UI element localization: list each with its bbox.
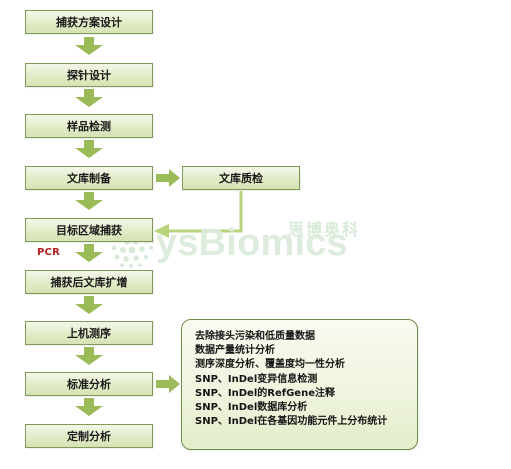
pcr-label: PCR: [37, 247, 60, 258]
step-capture-design: 捕获方案设计: [25, 10, 153, 34]
step-custom-analysis: 定制分析: [25, 424, 153, 448]
down-arrow-icon: [75, 398, 103, 416]
watermark: 思博奥科 ysBiomics: [111, 218, 442, 280]
step-sequencing: 上机测序: [25, 321, 153, 345]
watermark-chinese-text: 思博奥科: [288, 220, 361, 239]
down-arrow-icon: [75, 244, 103, 262]
down-arrow-icon: [75, 347, 103, 365]
right-arrow-icon: [156, 169, 180, 187]
step-target-capture: 目标区域捕获: [25, 218, 153, 242]
step-standard-analysis: 标准分析: [25, 372, 153, 396]
analysis-detail-line: 测序深度分析、覆盖度均一性分析: [195, 359, 345, 371]
watermark-brand-text: ysBiomics: [156, 222, 348, 264]
down-arrow-icon: [75, 296, 103, 314]
analysis-details-box: 去除接头污染和低质量数据 数据产量统计分析 测序深度分析、覆盖度均一性分析 SN…: [181, 319, 418, 450]
down-arrow-icon: [75, 140, 103, 158]
analysis-detail-line: 数据产量统计分析: [195, 345, 275, 357]
step-library-qc: 文库质检: [182, 166, 300, 190]
analysis-detail-line: SNP、InDel的RefGene注释: [195, 387, 335, 399]
step-probe-design: 探针设计: [25, 63, 153, 87]
analysis-detail-line: SNP、InDel变异信息检测: [195, 373, 318, 385]
analysis-detail-line: SNP、InDel在各基因功能元件上分布统计: [195, 416, 388, 428]
analysis-detail-line: SNP、InDel数据库分析: [195, 402, 308, 414]
step-post-capture-amplification: 捕获后文库扩增: [25, 270, 153, 294]
down-arrow-icon: [75, 192, 103, 210]
down-arrow-icon: [75, 37, 103, 55]
analysis-detail-line: 去除接头污染和低质量数据: [195, 331, 315, 342]
right-arrow-icon: [156, 375, 180, 393]
down-arrow-icon: [75, 89, 103, 107]
step-library-prep: 文库制备: [25, 166, 153, 190]
step-sample-testing: 样品检测: [25, 114, 153, 138]
